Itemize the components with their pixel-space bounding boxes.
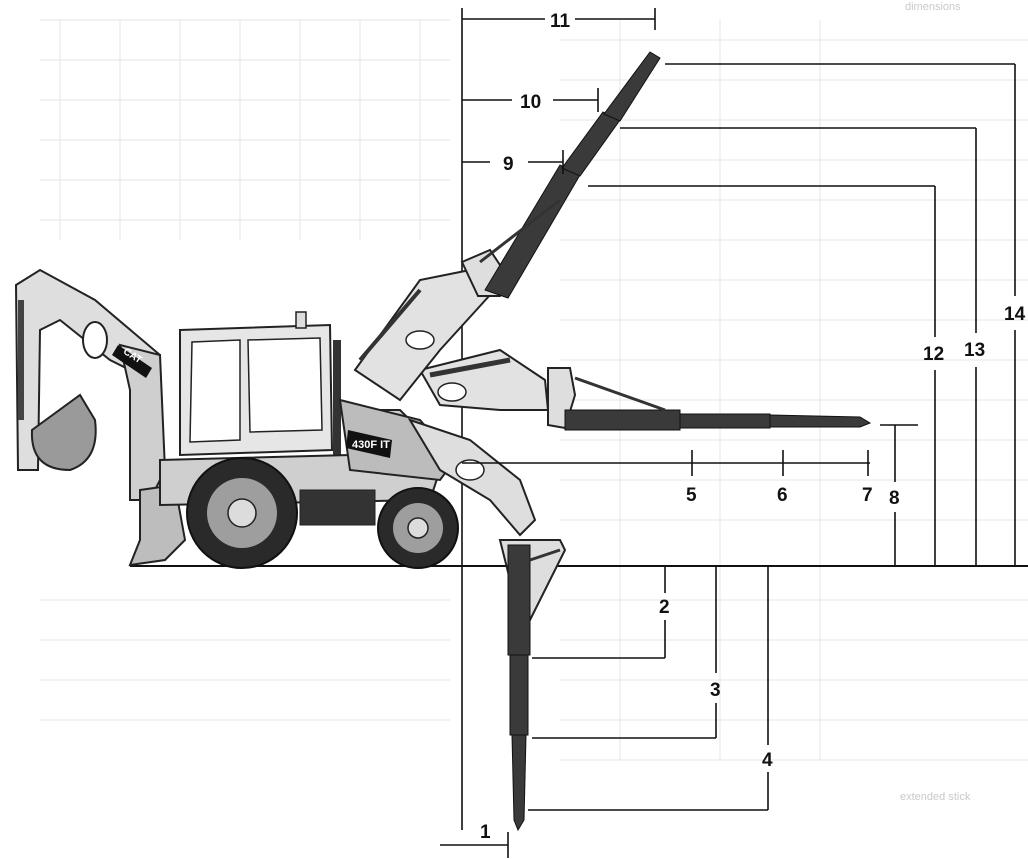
dimension-label-11: 11	[550, 11, 571, 32]
dimension-label-4: 4	[762, 750, 773, 771]
stick-raised	[460, 51, 661, 299]
backhoe-loader-machine: CAT 430F IT	[14, 51, 872, 832]
cat-logo-rear	[112, 345, 152, 378]
dimension-lines	[440, 8, 1016, 858]
stick-lowered	[498, 539, 567, 832]
dimension-label-13: 13	[964, 340, 985, 361]
background-footer-text: extended stick	[900, 791, 971, 803]
rear-backhoe-boom: CAT	[14, 268, 187, 567]
dimension-label-14: 14	[1004, 304, 1026, 325]
model-decal: 430F IT	[352, 439, 390, 451]
background-grid: dimensions extended stick	[40, 1, 1028, 803]
front-wheel	[377, 487, 459, 569]
loader-arm-mid	[418, 348, 550, 411]
dimension-label-1: 1	[480, 822, 491, 843]
dimension-label-9: 9	[503, 154, 514, 175]
dimension-label-7: 7	[862, 485, 873, 506]
rear-wheel	[186, 457, 298, 569]
model-decal-plate	[346, 430, 392, 458]
dimension-label-10: 10	[520, 92, 541, 113]
background-header-text: dimensions	[905, 1, 961, 13]
dimension-label-5: 5	[686, 485, 697, 506]
dimension-label-2: 2	[659, 597, 670, 618]
dimension-label-8: 8	[889, 488, 900, 509]
dimension-label-6: 6	[777, 485, 788, 506]
stick-horizontal	[547, 367, 872, 431]
cab	[179, 311, 341, 480]
dimension-label-12: 12	[923, 344, 944, 365]
dimension-labels: 1 2 3 4 5 6 7 8 9 10 11 12 13 14	[480, 11, 1026, 843]
dimension-label-3: 3	[710, 680, 721, 701]
loader-arm-lowered	[407, 418, 537, 537]
